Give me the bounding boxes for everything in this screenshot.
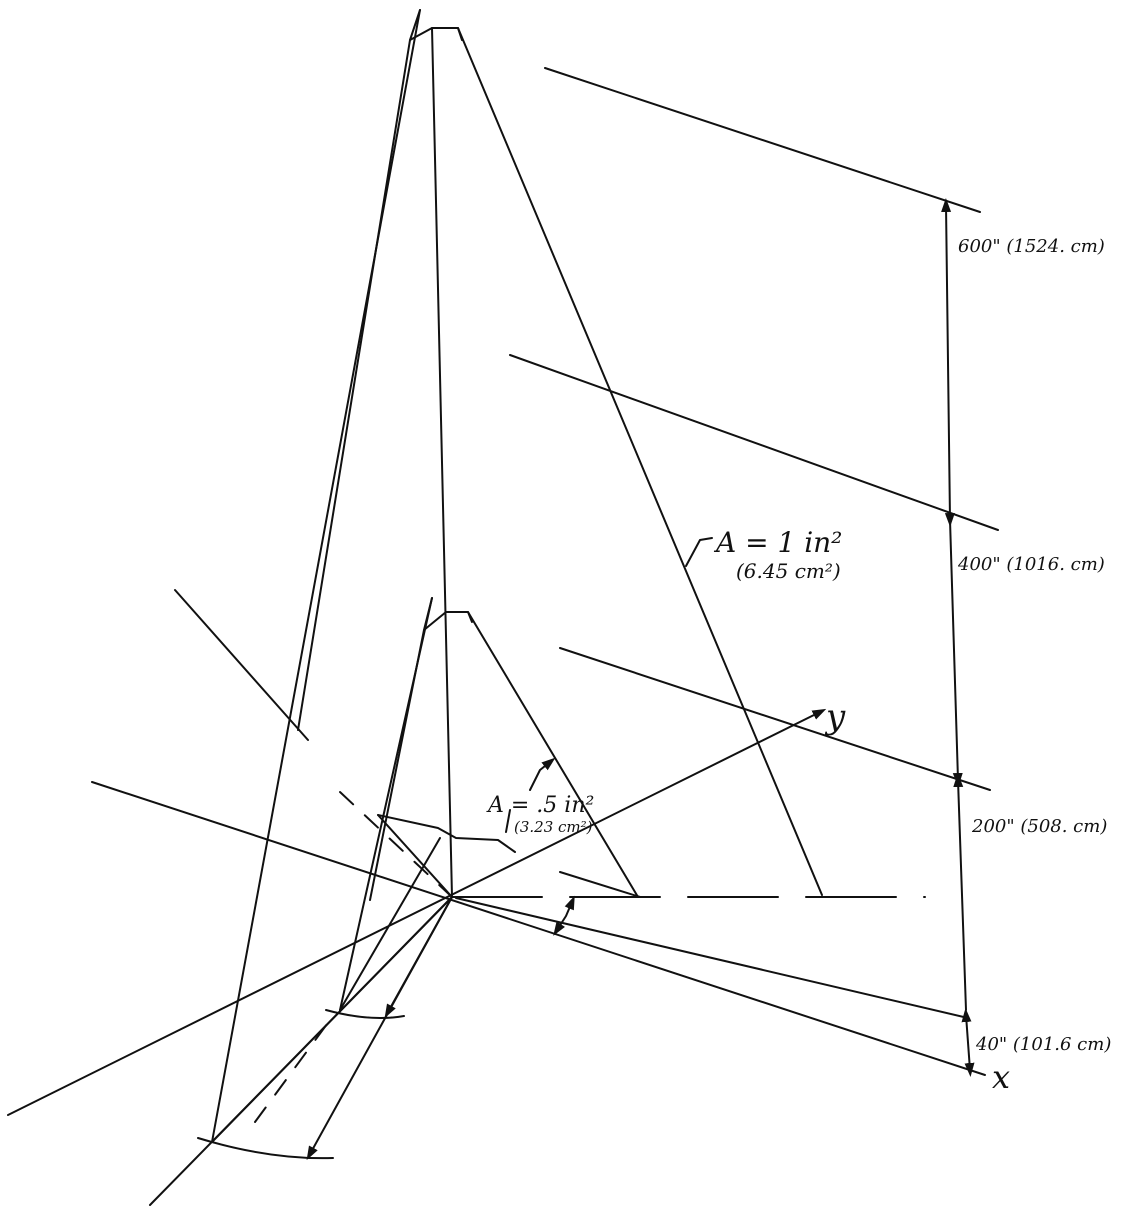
inner-tower bbox=[339, 597, 641, 1011]
axes bbox=[7, 589, 926, 1206]
inner-area-leader bbox=[529, 757, 556, 791]
outer-tower-dim-line bbox=[211, 896, 453, 1143]
base-arcs bbox=[197, 895, 575, 1161]
inner-arc bbox=[325, 1009, 405, 1019]
inner-tower-brace-2 bbox=[377, 814, 453, 898]
dim-400 bbox=[949, 519, 963, 787]
inner-tower-brace-3 bbox=[339, 837, 441, 1011]
reference-planes bbox=[91, 67, 999, 1076]
plane-200 bbox=[559, 647, 991, 791]
inner-area-label: A = .5 in² bbox=[486, 793, 594, 818]
y-axis-label: y bbox=[824, 697, 846, 737]
upper-left-line bbox=[174, 589, 309, 741]
outer-tower-left-leg bbox=[211, 9, 421, 1143]
plane-400 bbox=[509, 354, 999, 531]
angle-marker bbox=[553, 895, 575, 936]
outer-area-label: A = 1 in² bbox=[713, 526, 842, 559]
outer-area-metric: (6.45 cm²) bbox=[736, 559, 841, 583]
outer-arc bbox=[197, 1137, 334, 1160]
dim-label-400: 400" (1016. cm) bbox=[957, 554, 1105, 575]
outer-radius-arrow bbox=[306, 896, 453, 1161]
dim-label-40: 40" (101.6 cm) bbox=[975, 1034, 1111, 1055]
inner-tower-right-leg bbox=[467, 611, 639, 898]
dim-label-600: 600" (1524. cm) bbox=[958, 236, 1105, 257]
axis-dashed-upper bbox=[339, 791, 453, 898]
dim-label-200: 200" (508. cm) bbox=[971, 816, 1107, 837]
dim-200 bbox=[953, 773, 967, 1011]
outer-area-leader bbox=[685, 537, 713, 567]
outer-tower-mast bbox=[431, 27, 453, 898]
axis-dashed-lower bbox=[254, 1019, 331, 1123]
inner-tower-brace bbox=[377, 814, 516, 853]
plane-600 bbox=[544, 67, 981, 213]
dim-600 bbox=[941, 198, 955, 527]
plane-40 bbox=[455, 897, 969, 1019]
outer-tower-right-leg bbox=[457, 27, 823, 896]
inner-tower-brace-4 bbox=[559, 871, 641, 898]
outer-tower bbox=[211, 9, 823, 1143]
height-dimension bbox=[941, 198, 975, 1077]
inner-area-brace bbox=[505, 809, 511, 833]
dim-40 bbox=[961, 1008, 975, 1077]
inner-tower-left-leg-2 bbox=[369, 629, 425, 901]
inner-area-metric: (3.23 cm²) bbox=[514, 818, 593, 836]
x-axis-label: x bbox=[992, 1058, 1010, 1096]
area-leaders bbox=[505, 537, 713, 833]
base-plane-line bbox=[91, 781, 986, 1076]
y-axis bbox=[7, 708, 827, 1116]
outer-tower-left-leg-2 bbox=[297, 39, 411, 731]
